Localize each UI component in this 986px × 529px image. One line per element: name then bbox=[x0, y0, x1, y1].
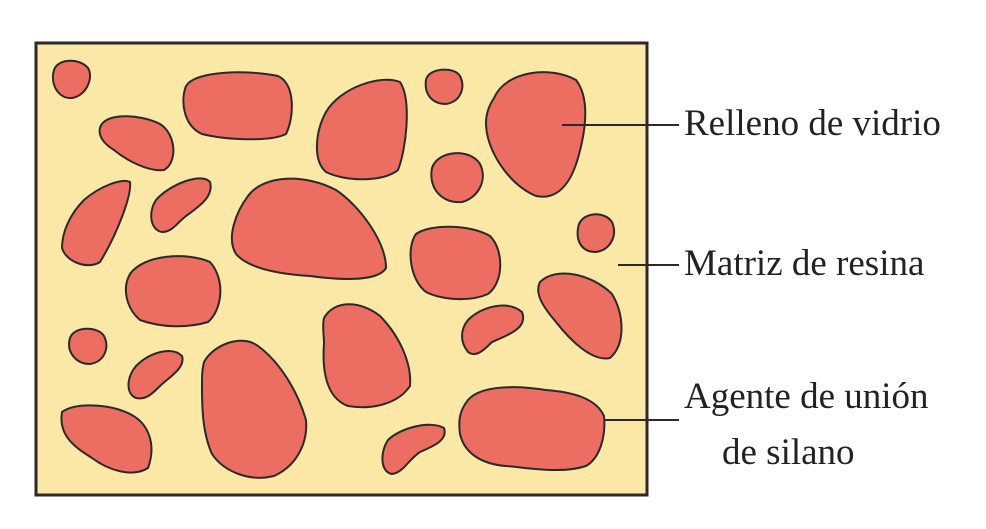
filler-particle bbox=[126, 256, 220, 326]
filler-particle bbox=[183, 72, 291, 139]
coupling-agent-label-line2: de silano bbox=[722, 434, 855, 471]
coupling-agent-label-line1: Agente de unión bbox=[684, 378, 929, 415]
filler-particle bbox=[69, 329, 106, 364]
filler-particle bbox=[578, 214, 614, 252]
filler-particle bbox=[426, 70, 463, 104]
filler-particle bbox=[459, 387, 604, 470]
matrix-label: Matriz de resina bbox=[684, 245, 924, 282]
filler-label: Relleno de vidrio bbox=[684, 105, 941, 142]
filler-particle bbox=[411, 227, 501, 299]
filler-particle bbox=[431, 153, 482, 202]
